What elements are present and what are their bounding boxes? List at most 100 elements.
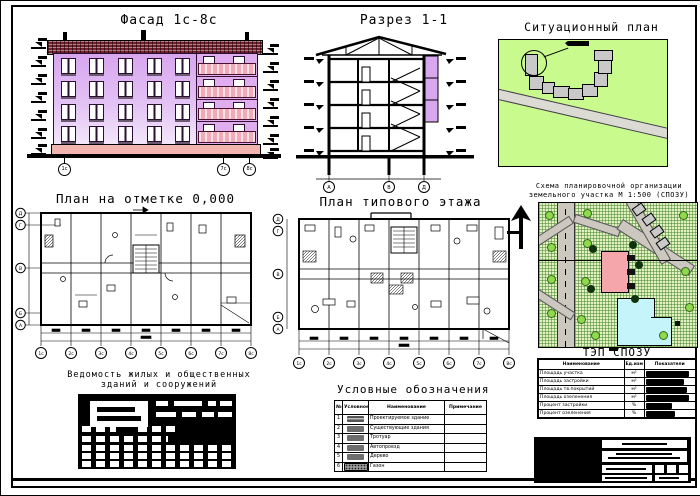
axis-label: 6с <box>188 351 194 357</box>
table-row: 4 Автопроезд <box>334 442 487 453</box>
tep-header: Показатели <box>643 358 697 370</box>
elevation-mark-icon <box>31 38 47 49</box>
legend-title: Условные обозначения <box>337 383 490 396</box>
plan-dimensions <box>286 219 510 355</box>
elevation-mark-icon <box>263 98 279 109</box>
plan-axis-bubbles: 1с 2с 3с 4с 5с 6с 7с 8с Д Г В Б А <box>272 213 515 369</box>
legend-header: Условное обозначение <box>342 400 369 415</box>
axis-bubble: 7с <box>217 157 230 176</box>
axis-label: 4с <box>386 361 392 367</box>
tree-icon <box>581 277 590 286</box>
legend-name: Газон <box>368 461 445 472</box>
tree-icon <box>685 303 694 312</box>
vedomost-title-line2: зданий и сооружений <box>100 380 218 390</box>
axis-bubble: 1с <box>58 157 71 176</box>
legend-note <box>444 442 487 453</box>
table-row: 6 Газон <box>334 461 487 472</box>
tree-icon <box>547 309 556 318</box>
axis-label: 5с <box>416 361 422 367</box>
elevation-mark-icon <box>263 148 279 159</box>
building <box>594 50 613 61</box>
entrance-stub <box>627 269 635 275</box>
legend-num: 2 <box>334 423 343 434</box>
axis-label: 8с <box>246 166 253 172</box>
tep-value-redacted <box>643 369 697 378</box>
plan-dimensions <box>24 212 252 346</box>
plan-furniture <box>304 224 510 344</box>
facade-roof <box>47 40 263 55</box>
table-row: 2 Существующие здания <box>334 423 487 434</box>
elevation-mark-icon <box>31 128 47 139</box>
elevation-mark-icon <box>31 74 47 85</box>
section-title: Разрез 1-1 <box>359 13 449 28</box>
sit-plan-title: Ситуационный план <box>524 20 659 34</box>
vedomost-title-line1: Ведомость жилых и общественных <box>67 370 251 380</box>
axis-label: Г <box>19 223 22 229</box>
plan-bathrooms <box>302 250 507 295</box>
plan-axis-bubbles: 1с 2с 3с 4с 5с 6с 7с 8с Д Г В Б А <box>15 207 257 359</box>
plan-stairs <box>390 226 418 254</box>
leader-line <box>543 47 569 58</box>
tree-icon <box>583 239 592 248</box>
tep-title: ТЭП СПОЗУ <box>582 346 652 359</box>
tep-unit: м² <box>623 393 645 402</box>
tep-name: Процент озеленения <box>537 409 625 419</box>
axis-label: 1с <box>61 166 68 172</box>
axis-label: 1с <box>38 351 44 357</box>
tep-value-redacted <box>643 385 697 394</box>
conifer-icon <box>635 261 643 269</box>
axis-label: 5с <box>158 351 164 357</box>
legend-symbol <box>342 414 369 425</box>
axis-label: Б <box>276 315 279 321</box>
title-block-field <box>667 465 676 473</box>
tep-unit: м² <box>623 369 645 378</box>
facade-title: Фасад 1с-8с <box>120 13 218 28</box>
tep-unit: м² <box>623 377 645 386</box>
section-roof <box>315 35 447 57</box>
section-slabs <box>329 57 424 153</box>
axis-label: А <box>327 185 331 191</box>
table-row: 3 Тротуар <box>334 433 487 444</box>
axis-label: Д <box>276 217 280 223</box>
tep-header: Ед.изм <box>623 358 645 370</box>
elevation-mark-icon <box>31 56 47 67</box>
tree-icon <box>547 243 556 252</box>
chimney <box>141 30 146 41</box>
tep-name: Площадь застройки <box>537 377 625 386</box>
tree-icon <box>591 331 600 340</box>
title-block-field <box>655 465 664 473</box>
tree-icon <box>583 209 592 218</box>
legend-symbol <box>342 442 369 453</box>
section-elevation-marks <box>304 57 466 156</box>
chimney <box>245 32 249 41</box>
legend-note <box>444 461 487 472</box>
axis-label: 2с <box>68 351 74 357</box>
legend-header: № <box>334 400 343 415</box>
axis-label: 1с <box>296 361 302 367</box>
elevation-mark-icon <box>31 110 47 121</box>
legend-header: Примечание <box>444 400 487 415</box>
legend-note <box>444 414 487 425</box>
conifer-icon <box>631 295 639 303</box>
axis-label: 3с <box>356 361 362 367</box>
legend-symbol <box>342 423 369 434</box>
tep-header: Наименование <box>537 358 625 370</box>
axis-label: 3с <box>98 351 104 357</box>
legend-num: 1 <box>334 414 343 425</box>
ground-plan-svg: 1с 2с 3с 4с 5с 6с 7с 8с Д Г В Б А <box>15 206 257 359</box>
section-stairs <box>361 66 421 152</box>
typical-plan-title: План типового этажа <box>319 194 482 209</box>
legend-symbol <box>342 433 369 444</box>
legend-name: Проектируемое здание <box>368 414 445 425</box>
tree-icon <box>659 331 668 340</box>
elevation-mark-icon <box>263 44 279 55</box>
legend-num: 4 <box>334 442 343 453</box>
tree-icon <box>681 267 690 276</box>
axis-label: 7с <box>218 351 224 357</box>
title-block-field <box>602 451 687 462</box>
building <box>582 84 598 97</box>
legend-note <box>444 423 487 434</box>
tep-value-redacted <box>643 401 697 410</box>
axis-label: 4с <box>128 351 134 357</box>
elevation-mark-icon <box>263 80 279 91</box>
